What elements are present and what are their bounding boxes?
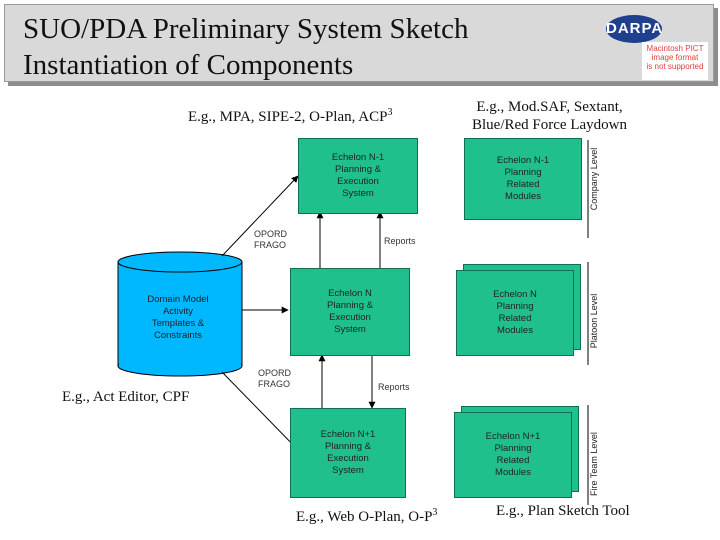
level-label-company: Company Level	[589, 147, 599, 211]
box-planning-n-minus-1: Echelon N-1 Planning & Execution System	[298, 138, 418, 214]
box-modules-n-minus-1: Echelon N-1 Planning Related Modules	[464, 138, 582, 220]
example-top-left-text: E.g., MPA, SIPE-2, O-Plan, ACP	[188, 109, 388, 125]
database-label: Domain Model Activity Templates & Constr…	[147, 294, 209, 341]
title-bar: SUO/PDA Preliminary System Sketch Instan…	[4, 4, 714, 82]
box-modules-n-plus-1: Echelon N+1 Planning Related Modules	[454, 412, 572, 498]
label-reports-upper: Reports	[384, 236, 416, 246]
level-label-fire-team: Fire Team Level	[589, 432, 599, 496]
label-opord-frago-upper: OPORD FRAGO	[254, 229, 288, 250]
example-bottom-left: E.g., Web O-Plan, O-P3	[296, 504, 437, 526]
darpa-logo: DARPA	[606, 15, 662, 43]
database-cylinder	[117, 251, 243, 377]
example-top-right: E.g., Mod.SAF, Sextant, Blue/Red Force L…	[472, 98, 627, 134]
level-label-platoon: Platoon Level	[589, 293, 599, 349]
label-opord-frago-lower: OPORD FRAGO	[258, 368, 292, 389]
box-planning-n: Echelon N Planning & Execution System	[290, 268, 410, 356]
box-modules-n: Echelon N Planning Related Modules	[456, 270, 574, 356]
title-line-1: SUO/PDA Preliminary System Sketch	[23, 13, 469, 45]
example-top-right-line-1: E.g., Mod.SAF, Sextant,	[476, 99, 623, 115]
pict-placeholder: Macintosh PICT image format is not suppo…	[642, 42, 708, 80]
example-top-left: E.g., MPA, SIPE-2, O-Plan, ACP3	[188, 104, 392, 126]
arrow-db-to-n-minus-1	[221, 175, 299, 257]
pict-placeholder-text: Macintosh PICT image format is not suppo…	[646, 44, 704, 71]
example-bottom-right: E.g., Plan Sketch Tool	[496, 503, 630, 519]
example-top-right-line-2: Blue/Red Force Laydown	[472, 117, 627, 133]
label-reports-lower: Reports	[378, 382, 410, 392]
title-line-2: Instantiation of Components	[23, 49, 354, 81]
box-planning-n-plus-1: Echelon N+1 Planning & Execution System	[290, 408, 406, 498]
arrow-db-to-n-plus-1	[221, 371, 301, 453]
slide-title: SUO/PDA Preliminary System Sketch Instan…	[23, 11, 468, 83]
example-left: E.g., Act Editor, CPF	[62, 389, 190, 405]
example-top-left-sup: 3	[387, 107, 393, 118]
example-bottom-left-sup: 3	[432, 507, 438, 518]
example-bottom-left-text: E.g., Web O-Plan, O-P	[296, 509, 433, 525]
